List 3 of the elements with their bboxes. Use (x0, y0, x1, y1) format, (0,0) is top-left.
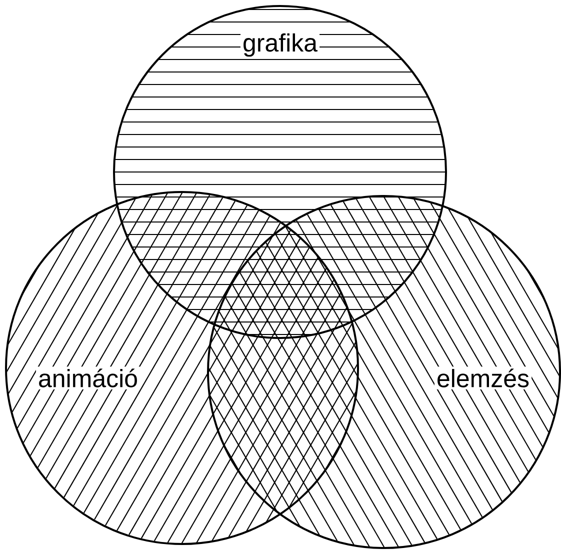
set-label: elemzés (434, 366, 532, 390)
set-label: animáció (36, 366, 140, 390)
set-label: grafika (240, 31, 320, 59)
